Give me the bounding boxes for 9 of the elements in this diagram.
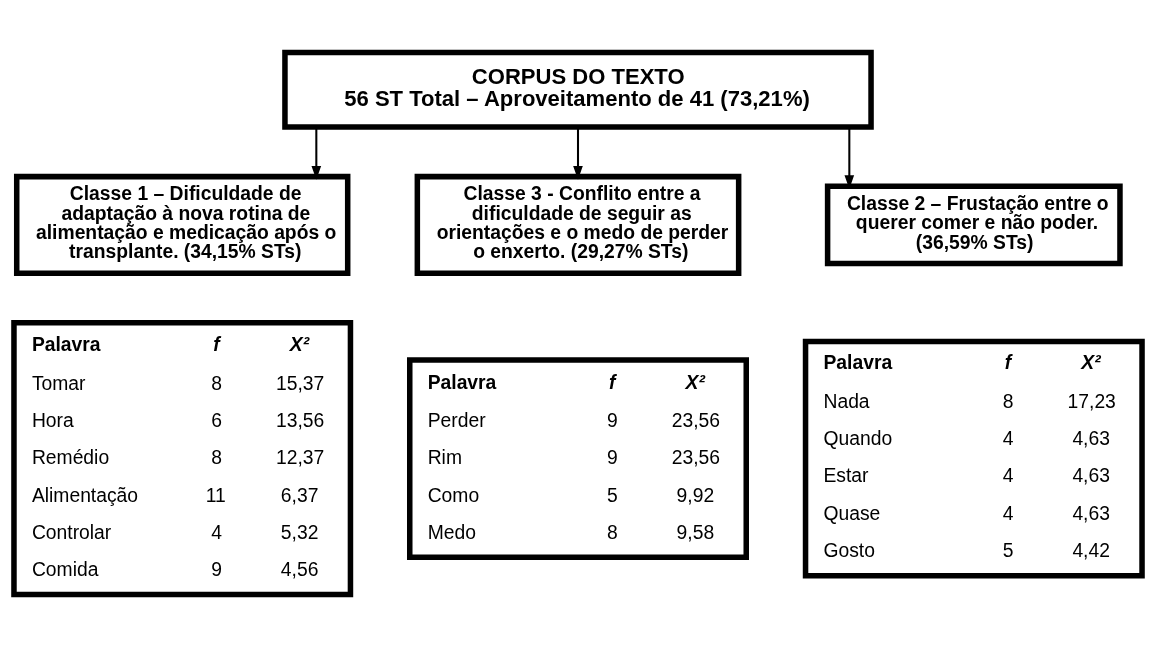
node-box: Classe 2 – Frustação entre o querer comer e não poder. (36,59% STs) <box>824 183 1123 266</box>
node-box: Classe 3 - Conflito entre a dificuldade de seguir as orientações e o medo de perder o enxerto. (29,27% STs) <box>414 173 742 276</box>
node-box: Palavra f X² Perder 9 23,56 Rim 9 23,56 Como 5 9,92 Medo 8 9,58 <box>407 356 749 560</box>
node-box: Classe 1 – Dificuldade de adaptação à nova rotina de alimentação e medicação após o transplante. (34,15% STs) <box>13 173 351 276</box>
node-box: CORPUS DO TEXTO 56 ST Total – Aproveitamento de 41 (73,21%) <box>282 49 874 130</box>
arrow <box>311 126 322 180</box>
node-box: Palavra f X² Tomar 8 15,37 Hora 6 13,56 Remédio 8 12,37 Alimentação 11 6,37 Controlar 4 5,32 Comida 9 4,56 <box>11 319 354 597</box>
arrow <box>573 126 583 180</box>
node-box: Palavra f X² Nada 8 17,23 Quando 4 4,63 Estar 4 4,63 Quase 4 4,63 Gosto 5 4,42 <box>802 338 1145 579</box>
